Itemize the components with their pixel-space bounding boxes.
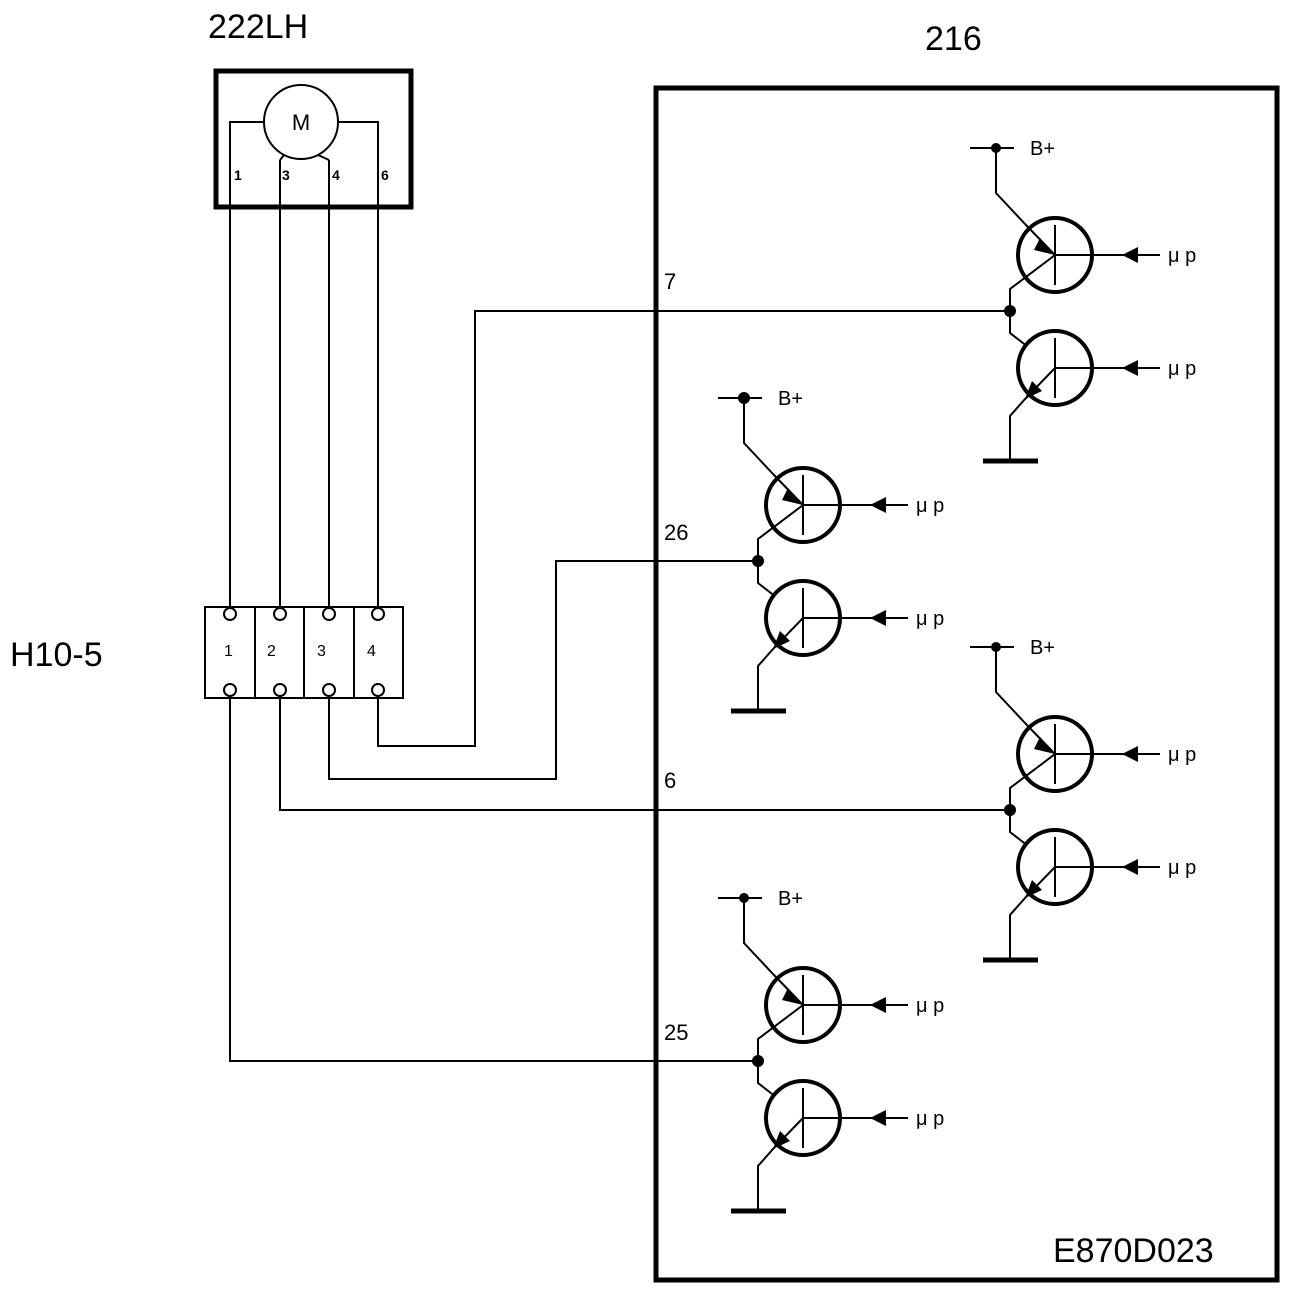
- supply-label-a: B+: [1030, 138, 1055, 160]
- motor-pin-3: 3: [282, 167, 290, 183]
- wire-terminal-26: [328, 560, 758, 780]
- supply-label-d: B+: [778, 888, 803, 910]
- terminal-7-label: 7: [664, 269, 676, 294]
- motor-pin-1: 1: [234, 167, 242, 183]
- control-label-c1: μ p: [1168, 744, 1196, 766]
- driver-stage-a: B+ μ p μ p: [970, 138, 1196, 464]
- connector-pin-2: 2: [267, 643, 276, 660]
- connector-pin-3: 3: [317, 643, 326, 660]
- motor-lead-6: [338, 121, 379, 160]
- driver-stage-d: B+ μ p μ p: [718, 888, 944, 1214]
- motor-lead-1: [229, 121, 264, 160]
- motor-symbol-label: M: [292, 110, 310, 135]
- supply-label-c: B+: [1030, 637, 1055, 659]
- control-label-b2: μ p: [916, 608, 944, 630]
- wire-terminal-6: [279, 696, 1010, 811]
- control-label-d1: μ p: [916, 995, 944, 1017]
- motor-label: 222LH: [208, 8, 308, 46]
- connector-label: H10-5: [10, 636, 103, 674]
- control-label-b1: μ p: [916, 495, 944, 517]
- module-box: [653, 85, 1280, 1283]
- terminal-6-label: 6: [664, 768, 676, 793]
- motor-pin-6: 6: [381, 167, 389, 183]
- control-label-a2: μ p: [1168, 358, 1196, 380]
- module-label: 216: [925, 20, 982, 58]
- drawing-id: E870D023: [1053, 1232, 1214, 1270]
- connector-pin-4: 4: [367, 643, 376, 660]
- terminal-26-label: 26: [664, 520, 688, 545]
- wire-terminal-7: [377, 310, 1010, 747]
- motor-lead-3: [279, 154, 285, 161]
- control-label-c2: μ p: [1168, 857, 1196, 879]
- motor-box: [213, 68, 414, 210]
- supply-label-b: B+: [778, 388, 803, 410]
- driver-stage-b: B+ μ p μ p: [718, 388, 944, 714]
- terminal-25-label: 25: [664, 1020, 688, 1045]
- driver-stage-c: B+ μ p μ p: [970, 637, 1196, 963]
- wire-terminal-25: [229, 696, 758, 1062]
- control-label-d2: μ p: [916, 1108, 944, 1130]
- connector-pin-1: 1: [224, 643, 233, 660]
- motor-pin-4: 4: [332, 167, 340, 183]
- control-label-a1: μ p: [1168, 245, 1196, 267]
- connector-body: [204, 606, 404, 699]
- motor-lead-4: [317, 154, 330, 161]
